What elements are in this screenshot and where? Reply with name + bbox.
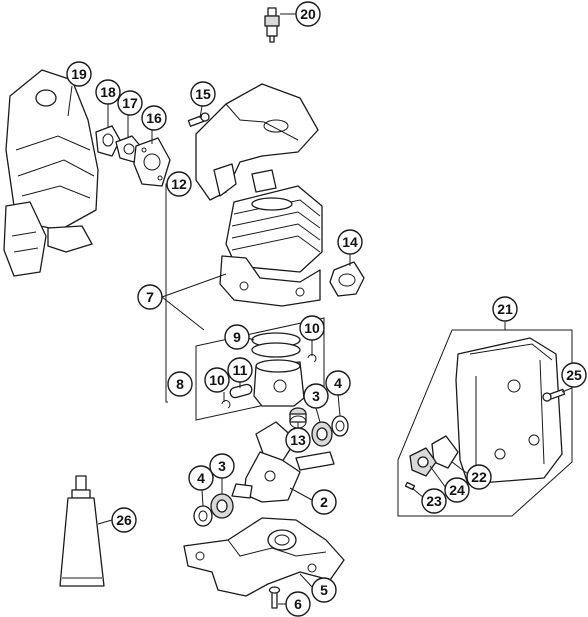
exhaust-gasket: [329, 261, 365, 297]
callout-26: 26: [111, 507, 137, 533]
callout-3-left: 3: [209, 453, 235, 479]
svg-text:19: 19: [71, 66, 87, 82]
svg-text:16: 16: [146, 110, 162, 126]
svg-text:10: 10: [304, 320, 320, 336]
callout-15: 15: [190, 81, 216, 107]
svg-text:23: 23: [426, 493, 442, 509]
piston-ring: [251, 332, 301, 358]
callout-6: 6: [285, 591, 311, 617]
svg-text:18: 18: [100, 84, 116, 100]
bearing-left: [210, 493, 234, 519]
callout-25: 25: [561, 362, 587, 388]
housing: [455, 337, 563, 485]
callout-2: 2: [311, 489, 337, 515]
svg-text:24: 24: [449, 482, 465, 498]
svg-text:17: 17: [122, 95, 138, 111]
callout-22: 22: [466, 464, 492, 490]
svg-text:5: 5: [320, 582, 328, 598]
svg-text:2: 2: [320, 494, 328, 510]
svg-text:3: 3: [218, 458, 226, 474]
svg-text:25: 25: [566, 367, 582, 383]
svg-text:9: 9: [233, 329, 241, 345]
svg-text:13: 13: [290, 432, 306, 448]
housing-kit-frame: [397, 329, 573, 517]
callout-24: 24: [444, 477, 470, 503]
callout-8: 8: [167, 371, 193, 397]
callout-23: 23: [421, 488, 447, 514]
bearing-cap: [409, 447, 437, 477]
seal-right: [331, 415, 349, 437]
circlip: [221, 354, 317, 409]
piston-pin: [229, 383, 253, 399]
gasket-18: [95, 125, 121, 157]
crankcase: [183, 517, 345, 597]
callout-17: 17: [117, 90, 143, 116]
svg-text:15: 15: [195, 86, 211, 102]
screw-6: [268, 586, 281, 609]
callout-18: 18: [95, 79, 121, 105]
callout-11: 11: [227, 357, 253, 383]
gasket-16: [133, 137, 171, 187]
callout-16: 16: [141, 105, 167, 131]
bearing-right: [311, 421, 333, 447]
svg-text:12: 12: [171, 176, 187, 192]
svg-text:11: 11: [233, 362, 248, 378]
callout-10-left: 10: [204, 367, 230, 393]
crankshaft: [231, 421, 335, 503]
seal-left: [193, 505, 213, 527]
callout-19: 19: [66, 61, 92, 87]
callout-21: 21: [492, 296, 518, 322]
svg-text:26: 26: [116, 512, 132, 528]
svg-text:7: 7: [146, 289, 154, 305]
svg-text:4: 4: [197, 470, 205, 486]
callout-3-right: 3: [303, 383, 329, 409]
callout-13: 13: [285, 427, 311, 453]
cylinder: [219, 169, 323, 307]
air-filter-housing: [3, 69, 99, 277]
callout-12: 12: [166, 171, 192, 197]
svg-text:4: 4: [334, 375, 342, 391]
callout-5: 5: [311, 577, 337, 603]
svg-text:21: 21: [497, 301, 513, 317]
callout-9: 9: [224, 324, 250, 350]
callout-4-left: 4: [188, 465, 214, 491]
svg-text:10: 10: [209, 372, 225, 388]
callout-20: 20: [295, 1, 321, 27]
svg-text:20: 20: [300, 6, 316, 22]
callout-4-right: 4: [325, 370, 351, 396]
callout-7: 7: [137, 284, 163, 310]
piston: [253, 359, 305, 407]
svg-text:3: 3: [312, 388, 320, 404]
svg-text:14: 14: [342, 234, 358, 250]
screw-15: [187, 112, 210, 127]
svg-text:6: 6: [294, 596, 302, 612]
shroud: [195, 83, 319, 201]
callout-10-right: 10: [299, 315, 325, 341]
callout-14: 14: [337, 229, 363, 255]
spark-plug: [264, 7, 280, 43]
grease-tube: [59, 475, 105, 587]
svg-text:22: 22: [471, 469, 487, 485]
svg-text:8: 8: [176, 376, 184, 392]
